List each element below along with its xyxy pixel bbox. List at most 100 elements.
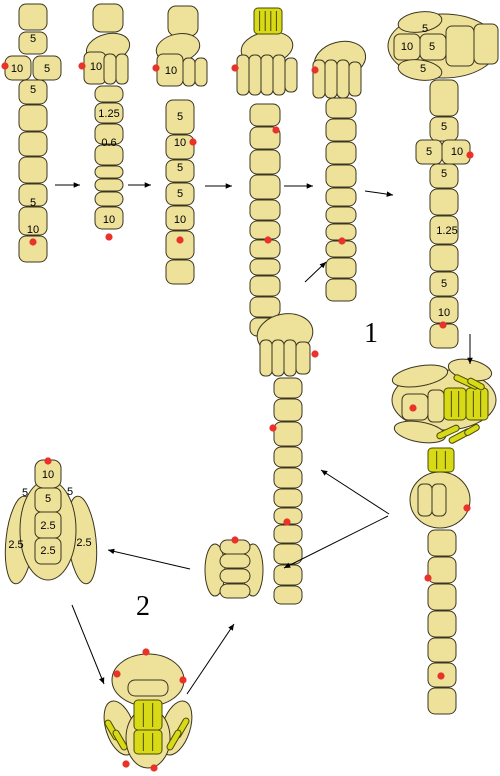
stage-10-rod-cell [133, 729, 163, 755]
stage-3-cell [165, 259, 195, 285]
cycle-2-label: 2 [136, 591, 150, 622]
stage-6-label-g: 10 [451, 146, 463, 158]
stage-11-label-b: 5 [22, 487, 28, 499]
flow-arrow [186, 623, 235, 695]
stage-5-cell [324, 59, 338, 99]
stage-9-cell [219, 568, 251, 584]
stage-4-cell [248, 54, 262, 96]
stage-6-cell [445, 25, 475, 67]
stage-6-label-b: 10 [401, 41, 413, 53]
stage-7-rod-cell [443, 387, 467, 421]
red-marker [437, 672, 445, 680]
stage-4-cell [249, 258, 281, 276]
red-marker [1, 62, 9, 70]
red-marker [439, 321, 447, 329]
stage-2-cell [94, 165, 124, 179]
stage-11-label-d: 5 [67, 486, 73, 498]
stage-6-cell [429, 271, 459, 297]
stage-2-cell [94, 85, 124, 103]
stage-3-label-d: 5 [177, 162, 183, 174]
stage-1-label-c: 5 [44, 63, 50, 75]
flow-arrow [283, 515, 389, 569]
stage-7-cell [427, 529, 457, 557]
arrow-layer [55, 182, 473, 695]
stage-2-cell [92, 3, 124, 33]
stage-6-cell [473, 23, 499, 65]
red-marker [152, 64, 160, 72]
flow-arrow [304, 261, 327, 283]
stage-3-cell [165, 134, 195, 160]
stage-3-cell [167, 5, 199, 37]
stage-7-cell [427, 556, 457, 584]
stage-3-cell [194, 57, 208, 87]
stage-8-cell [273, 488, 303, 508]
stage-5-cell [348, 61, 362, 97]
stage-6-cell [429, 215, 459, 245]
stage-11-label-h: 2.5 [76, 537, 91, 549]
stage-3-label-b: 5 [177, 111, 183, 123]
stage-6-cell [397, 59, 443, 81]
stage-6-label-k: 10 [438, 307, 450, 319]
stage-8-cell [295, 341, 311, 375]
stage-8-cell [273, 524, 303, 544]
stage-2-cell [103, 53, 117, 85]
stage-6-cell [429, 163, 459, 189]
red-marker [409, 404, 417, 412]
stage-5-cell [325, 164, 357, 188]
stage-8-cell [273, 467, 303, 489]
stage-3-label-a: 10 [165, 65, 177, 77]
red-marker [311, 350, 319, 358]
stage-2-cell [94, 102, 124, 124]
stage-6-label-c: 5 [429, 41, 435, 53]
stage-6-label-d: 5 [420, 63, 426, 75]
stage-4-rod-cell [253, 7, 283, 35]
stage-5-cell [325, 206, 357, 224]
stage-4-cell [249, 103, 281, 127]
stage-1-label-b: 10 [11, 63, 23, 75]
stage-3-cell [165, 230, 195, 260]
stage-8-cell [273, 446, 303, 468]
stage-11-label-a: 10 [42, 469, 54, 481]
stage-7-cell [427, 637, 457, 663]
stage-3-cell [165, 99, 195, 135]
red-marker [176, 236, 184, 244]
cycle-1-label: 1 [364, 318, 378, 349]
stage-8-cell [273, 585, 303, 605]
stage-6-cell [429, 188, 459, 216]
stage-11-label-e: 2.5 [40, 520, 55, 532]
stage-5-cell [325, 278, 357, 302]
stage-6-label-f: 5 [426, 146, 432, 158]
stage-7-cell [431, 483, 447, 517]
red-marker [78, 62, 86, 70]
red-marker [231, 64, 239, 72]
stage-5-cell [325, 118, 357, 142]
red-marker [150, 764, 158, 772]
stage-1-cell [18, 79, 48, 105]
stage-1-cell [18, 31, 48, 55]
stage-1-cell [18, 3, 48, 31]
rod-stripe [436, 424, 460, 440]
stage-9-cell [219, 583, 251, 599]
stage-7-cell [427, 389, 445, 423]
stage-4-cell [249, 239, 281, 259]
red-marker [264, 236, 272, 244]
stage-2-cell [94, 191, 124, 207]
stage-6-cell [429, 244, 459, 272]
stage-2-label-b: 1.25 [98, 108, 119, 120]
stage-7-rod-cell [427, 447, 455, 473]
stage-9-cell [219, 553, 251, 569]
stage-8-cell [273, 398, 303, 422]
red-marker [29, 238, 37, 246]
stage-8-cell [273, 564, 303, 586]
stage-1-cell [18, 156, 48, 184]
stage-4-cell [249, 199, 281, 221]
stage-5-cell [312, 59, 326, 99]
stage-8-cell [273, 377, 303, 399]
stage-11-label-c: 5 [45, 493, 51, 505]
stage-4-cell [249, 126, 281, 150]
stage-3-cell [165, 205, 195, 231]
stage-8-cell [283, 339, 297, 377]
stage-7-cell [427, 583, 457, 611]
red-marker [283, 518, 291, 526]
stage-4-cell [284, 57, 298, 93]
